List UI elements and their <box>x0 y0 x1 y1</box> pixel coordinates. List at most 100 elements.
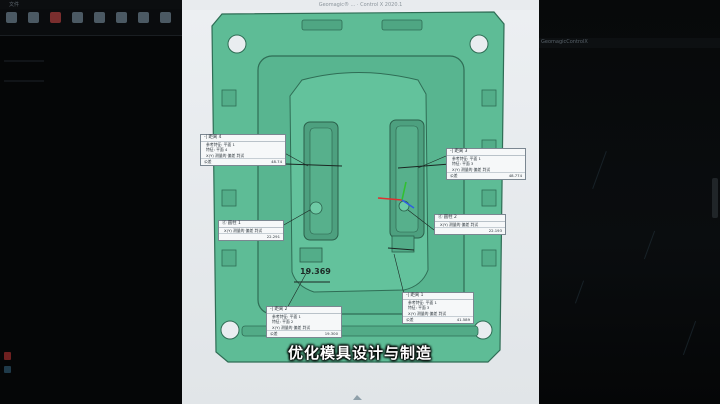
callout-title: ⓓ 圆柱 1 <box>219 221 283 228</box>
callout-row: X(Y) 测量的 偏差 判试 <box>272 324 311 330</box>
left-app-panel: 文件 <box>0 0 185 404</box>
callout-value-row: 22.291 <box>219 233 283 239</box>
left-pocket-floor <box>309 127 333 235</box>
callout-title: -| 距离 1 <box>403 293 473 300</box>
menu-bar: 文件 <box>0 0 185 9</box>
background-streak <box>592 151 607 189</box>
callout-distance-3[interactable]: -| 距离 3 参考特征: 平面 1 特征: 平面 3 X(Y) 测量的 偏差 … <box>446 148 526 180</box>
tolerance-label: 公差 <box>450 173 458 179</box>
measured-value: 19.300 <box>324 331 338 337</box>
measured-value: 22.193 <box>488 228 502 234</box>
callout-distance-2[interactable]: -| 距离 2 参考特征: 平面 1 特征: 平面 2 X(Y) 测量的 偏差 … <box>266 306 342 338</box>
tool-icon <box>138 12 149 23</box>
side-block <box>221 189 237 207</box>
callout-row: 参考特征: 平面 1 <box>206 142 235 147</box>
tolerance-label: 公差 <box>406 317 414 323</box>
3d-viewport[interactable]: 19.369 -| 距离 4 参考特征: 平面 1 特征: 平面 4 X(Y) … <box>182 10 539 404</box>
axis-y <box>401 181 407 201</box>
callout-row: X(Y) 测量的 偏差 判试 <box>206 152 245 158</box>
menu-item-file[interactable]: 文件 <box>9 2 20 8</box>
callout-row: 特征: 平面 2 <box>272 319 294 325</box>
info-icon[interactable] <box>4 366 11 373</box>
measure-line <box>397 163 451 169</box>
tool-icon <box>50 12 61 23</box>
callout-distance-1[interactable]: -| 距离 1 参考特征: 平面 1 特征: 平面 3 X(Y) 测量的 偏差 … <box>402 292 474 324</box>
leader-line <box>281 209 311 227</box>
ribbon-toolbar <box>0 9 184 36</box>
tool-button-8[interactable] <box>156 9 175 33</box>
callout-value-row: 公差 19.300 <box>267 330 341 336</box>
side-block <box>481 189 497 207</box>
callout-title: -| 距离 3 <box>447 149 525 156</box>
tool-button-5[interactable] <box>90 9 109 33</box>
callout-row: 参考特征: 平面 1 <box>272 314 301 319</box>
callout-row: X(Y) 测量的 偏差 判试 <box>224 228 263 233</box>
tool-button-6[interactable] <box>112 9 131 33</box>
tool-button-7[interactable] <box>134 9 153 33</box>
right-tab-bar <box>539 38 720 48</box>
top-slot <box>381 19 423 31</box>
cylinder-2 <box>398 200 410 212</box>
tool-button-3[interactable] <box>46 9 65 33</box>
callout-row: 参考特征: 平面 1 <box>408 300 437 305</box>
tool-icon <box>6 12 17 23</box>
callout-row: 参考特征: 平面 1 <box>452 156 481 161</box>
tool-icon <box>116 12 127 23</box>
warning-icon[interactable] <box>4 352 11 360</box>
measured-value: 48.774 <box>508 173 522 179</box>
axis-z <box>401 199 415 209</box>
tool-button-2[interactable] <box>24 9 43 33</box>
lower-boss <box>391 235 415 253</box>
tolerance-label: 公差 <box>204 159 212 165</box>
callout-row: X(Y) 测量的 偏差 判试 <box>452 166 491 172</box>
mold-model[interactable] <box>182 10 539 404</box>
tool-icon <box>160 12 171 23</box>
right-tab-label[interactable]: GeomagicControlX <box>541 39 588 45</box>
callout-distance-4[interactable]: -| 距离 4 参考特征: 平面 1 特征: 平面 4 X(Y) 测量的 偏差 … <box>200 134 286 166</box>
side-block <box>481 249 497 267</box>
cylinder-1 <box>309 201 323 215</box>
tool-icon <box>72 12 83 23</box>
dimension-label: 19.369 <box>300 267 331 276</box>
callout-row: 特征: 平面 4 <box>206 147 228 153</box>
background-streak <box>574 280 585 304</box>
callout-row: 特征: 平面 3 <box>452 161 474 167</box>
right-pocket-floor <box>395 125 419 233</box>
panel-row <box>4 80 44 82</box>
leader-line <box>417 155 447 169</box>
window-title: Geomagic® ... · Control X 2020.1 <box>182 0 539 10</box>
callout-row: X(Y) 测量的 偏差 判试 <box>440 222 479 227</box>
corner-hole-bl <box>220 320 240 340</box>
main-window: Geomagic® ... · Control X 2020.1 <box>182 0 539 404</box>
callout-value-row: 公差 48.774 <box>447 172 525 178</box>
side-block <box>221 249 237 267</box>
side-block <box>481 89 497 107</box>
measured-value: 22.291 <box>266 234 280 240</box>
tolerance-label: 公差 <box>270 331 278 337</box>
tool-button-4[interactable] <box>68 9 87 33</box>
right-app-panel <box>539 0 720 404</box>
callout-row: 特征: 平面 3 <box>408 305 430 311</box>
video-subtitle: 优化模具设计与制造 <box>287 344 432 362</box>
measure-line <box>285 163 343 167</box>
callout-value-row: 22.193 <box>435 227 505 233</box>
callout-title: -| 距离 2 <box>267 307 341 314</box>
callout-cylinder-2[interactable]: ⓓ 圆柱 2 X(Y) 测量的 偏差 判试 22.193 <box>434 214 506 235</box>
side-block <box>221 89 237 107</box>
top-slot <box>301 19 343 31</box>
callout-title: ⓓ 圆柱 2 <box>435 215 505 222</box>
leader-line <box>393 253 405 295</box>
callout-cylinder-1[interactable]: ⓓ 圆柱 1 X(Y) 测量的 偏差 判试 22.291 <box>218 220 284 241</box>
tool-button-1[interactable] <box>2 9 21 33</box>
measured-value: 48.74 <box>271 159 282 165</box>
corner-hole-tl <box>227 34 247 54</box>
scrollbar-thumb[interactable] <box>712 178 718 218</box>
background-streak <box>643 230 656 260</box>
watermark-icon <box>353 395 362 400</box>
measure-line <box>387 247 415 251</box>
tool-icon <box>94 12 105 23</box>
corner-hole-tr <box>469 34 489 54</box>
callout-title: -| 距离 4 <box>201 135 285 142</box>
tool-icon <box>28 12 39 23</box>
